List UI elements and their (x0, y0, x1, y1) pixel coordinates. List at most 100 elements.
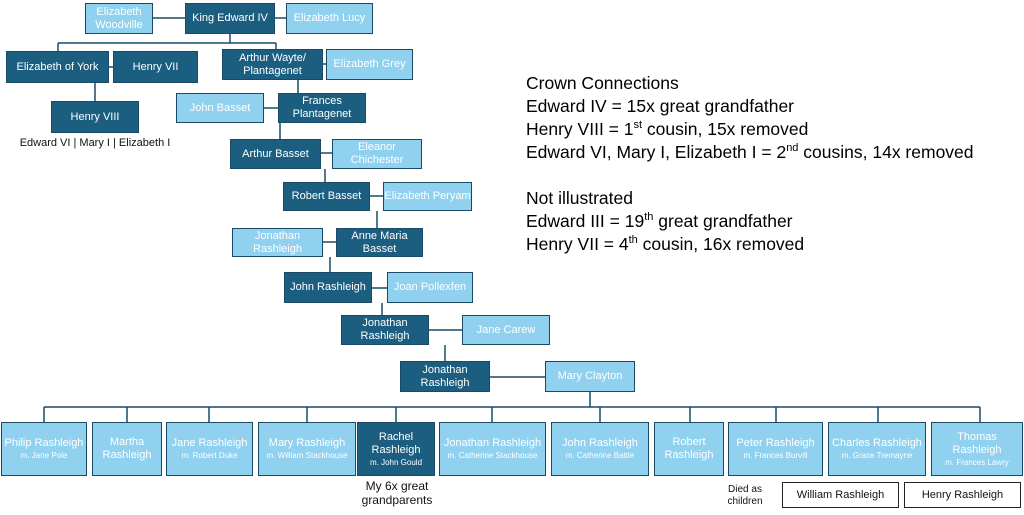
person-elizabeth-of-york: Elizabeth of York (6, 51, 109, 83)
person-jane-carew: Jane Carew (462, 315, 550, 345)
person-jonathan-rashleigh-3: Jonathan Rashleigh (400, 361, 490, 392)
person-name: Elizabeth of York (16, 60, 99, 73)
not-illustrated-heading: Not illustrated (526, 188, 633, 208)
child-spouse: m. Robert Duke (181, 451, 238, 460)
child-peter-rashleigh: Peter Rashleigh m. Frances Burvill (728, 422, 823, 476)
person-elizabeth-lucy: Elizabeth Lucy (286, 3, 373, 34)
person-elizabeth-peryam: Elizabeth Peryam (383, 182, 472, 211)
person-name: John Basset (189, 101, 251, 114)
info-line-henry-viii: Henry VIII = 1st cousin, 15x removed (526, 118, 808, 141)
person-elizabeth-woodville: Elizabeth Woodville (85, 3, 153, 34)
child-spouse: m. Grace Tremayne (841, 451, 913, 460)
person-name: Jane Carew (476, 323, 536, 336)
child-name: Philip Rashleigh (4, 437, 84, 449)
person-name: Jonathan Rashleigh (420, 363, 470, 389)
person-anne-maria-basset: Anne Maria Basset (336, 228, 423, 257)
child-name: Martha Rashleigh (102, 436, 152, 461)
child-name: Jonathan Rashleigh (443, 437, 542, 449)
child-spouse: m. Frances Lawry (945, 457, 1009, 467)
child-john-rashleigh: John Rashleigh m. Catherine Battle (551, 422, 649, 476)
person-name: Elizabeth Grey (333, 58, 406, 70)
child-spouse: m. Catherine Stackhouse (447, 451, 538, 460)
person-name: Jonathan Rashleigh (360, 317, 410, 342)
person-edward-iv: King Edward IV (185, 3, 275, 34)
person-name: Elizabeth Lucy (293, 12, 366, 24)
person-robert-basset: Robert Basset (283, 182, 370, 211)
info-line-henry-vii: Henry VII = 4th cousin, 16x removed (526, 233, 804, 256)
info-sup: st (633, 119, 643, 132)
person-name: King Edward IV (192, 12, 268, 24)
person-name: Robert Basset (291, 190, 362, 202)
person-frances-plantagenet: Frances Plantagenet (278, 93, 366, 123)
person-eleanor-chichester: Eleanor Chichester (332, 139, 422, 169)
info-text: cousin, 15x removed (642, 119, 809, 139)
person-mary-clayton: Mary Clayton (545, 361, 635, 392)
info-text: cousins, 14x removed (798, 142, 974, 162)
person-john-basset: John Basset (176, 93, 264, 123)
person-name: Elizabeth Peryam (384, 190, 471, 202)
child-name: Jane Rashleigh (171, 437, 248, 449)
info-line-tudor-children: Edward VI, Mary I, Elizabeth I = 2nd cou… (526, 141, 974, 164)
info-sup: th (628, 234, 638, 247)
grandparents-note: My 6x great grandparents (361, 479, 433, 507)
person-john-rashleigh: John Rashleigh (284, 272, 372, 303)
henry-rashleigh-box: Henry Rashleigh (904, 482, 1021, 508)
person-name: Joan Pollexfen (393, 281, 467, 293)
child-spouse: m. Frances Burvill (743, 451, 808, 460)
person-name: Mary Clayton (557, 370, 623, 382)
person-name: Jonathan Rashleigh (253, 229, 302, 255)
child-name: Charles Rashleigh (832, 437, 922, 449)
person-henry-viii: Henry VIII (51, 101, 139, 133)
person-elizabeth-grey: Elizabeth Grey (326, 49, 413, 80)
info-text: Edward VI, Mary I, Elizabeth I = 2 (526, 142, 787, 162)
child-charles-rashleigh: Charles Rashleigh m. Grace Tremayne (828, 422, 926, 476)
info-sup: nd (786, 142, 799, 155)
child-martha-rashleigh: Martha Rashleigh (92, 422, 162, 476)
person-jonathan-rashleigh-2: Jonathan Rashleigh (341, 315, 429, 345)
child-name: Rachel Rashleigh (371, 430, 421, 456)
info-text: Henry VIII = 1 (526, 119, 634, 139)
info-text: cousin, 16x removed (637, 234, 805, 254)
child-spouse: m. William Stackhouse (266, 451, 348, 460)
info-text: great grandfather (653, 211, 793, 231)
person-name: Eleanor Chichester (350, 141, 404, 166)
william-rashleigh-box: William Rashleigh (782, 482, 899, 508)
person-jonathan-rashleigh-1: Jonathan Rashleigh (232, 228, 323, 257)
person-henry-vii: Henry VII (113, 51, 198, 83)
person-name: Arthur Basset (242, 147, 309, 160)
child-spouse: m. John Gould (369, 457, 423, 467)
child-name: Thomas Rashleigh (952, 430, 1002, 456)
person-arthur-basset: Arthur Basset (230, 139, 321, 169)
child-jonathan-rashleigh: Jonathan Rashleigh m. Catherine Stackhous… (439, 422, 546, 476)
child-name: Peter Rashleigh (736, 437, 815, 449)
info-line-edward-iii: Edward III = 19th great grandfather (526, 210, 793, 233)
child-name: John Rashleigh (562, 437, 638, 449)
info-text: Henry VII = 4 (526, 234, 629, 254)
child-name: Mary Rashleigh (268, 437, 346, 449)
person-name: Elizabeth Woodville (95, 5, 143, 31)
person-name: John Rashleigh (290, 281, 366, 293)
person-name: Henry VIII (70, 110, 120, 123)
crown-connections-heading: Crown Connections (526, 73, 679, 93)
child-philip-rashleigh: Philip Rashleigh m. Jane Pole (1, 422, 87, 476)
child-robert-rashleigh: Robert Rashleigh (654, 422, 724, 476)
died-as-children-note: Died as children (727, 484, 763, 507)
person-name: Arthur Wayte/ Plantagenet (239, 51, 306, 77)
child-jane-rashleigh: Jane Rashleigh m. Robert Duke (166, 422, 253, 476)
child-spouse: m. Jane Pole (20, 451, 68, 460)
person-name: Henry VII (132, 60, 179, 73)
person-name: Anne Maria Basset (351, 229, 408, 255)
tudor-children-label: Edward VI | Mary I | Elizabeth I (19, 137, 171, 149)
person-arthur-wayte: Arthur Wayte/ Plantagenet (222, 49, 323, 80)
person-joan-pollexfen: Joan Pollexfen (387, 272, 473, 303)
child-name: Robert Rashleigh (664, 436, 714, 461)
info-text: Edward III = 19 (526, 211, 645, 231)
child-mary-rashleigh: Mary Rashleigh m. William Stackhouse (258, 422, 356, 476)
child-spouse: m. Catherine Battle (565, 451, 635, 460)
info-sup: th (644, 211, 654, 224)
info-line-edward-iv: Edward IV = 15x great grandfather (526, 96, 795, 116)
person-name: Frances Plantagenet (292, 95, 352, 120)
